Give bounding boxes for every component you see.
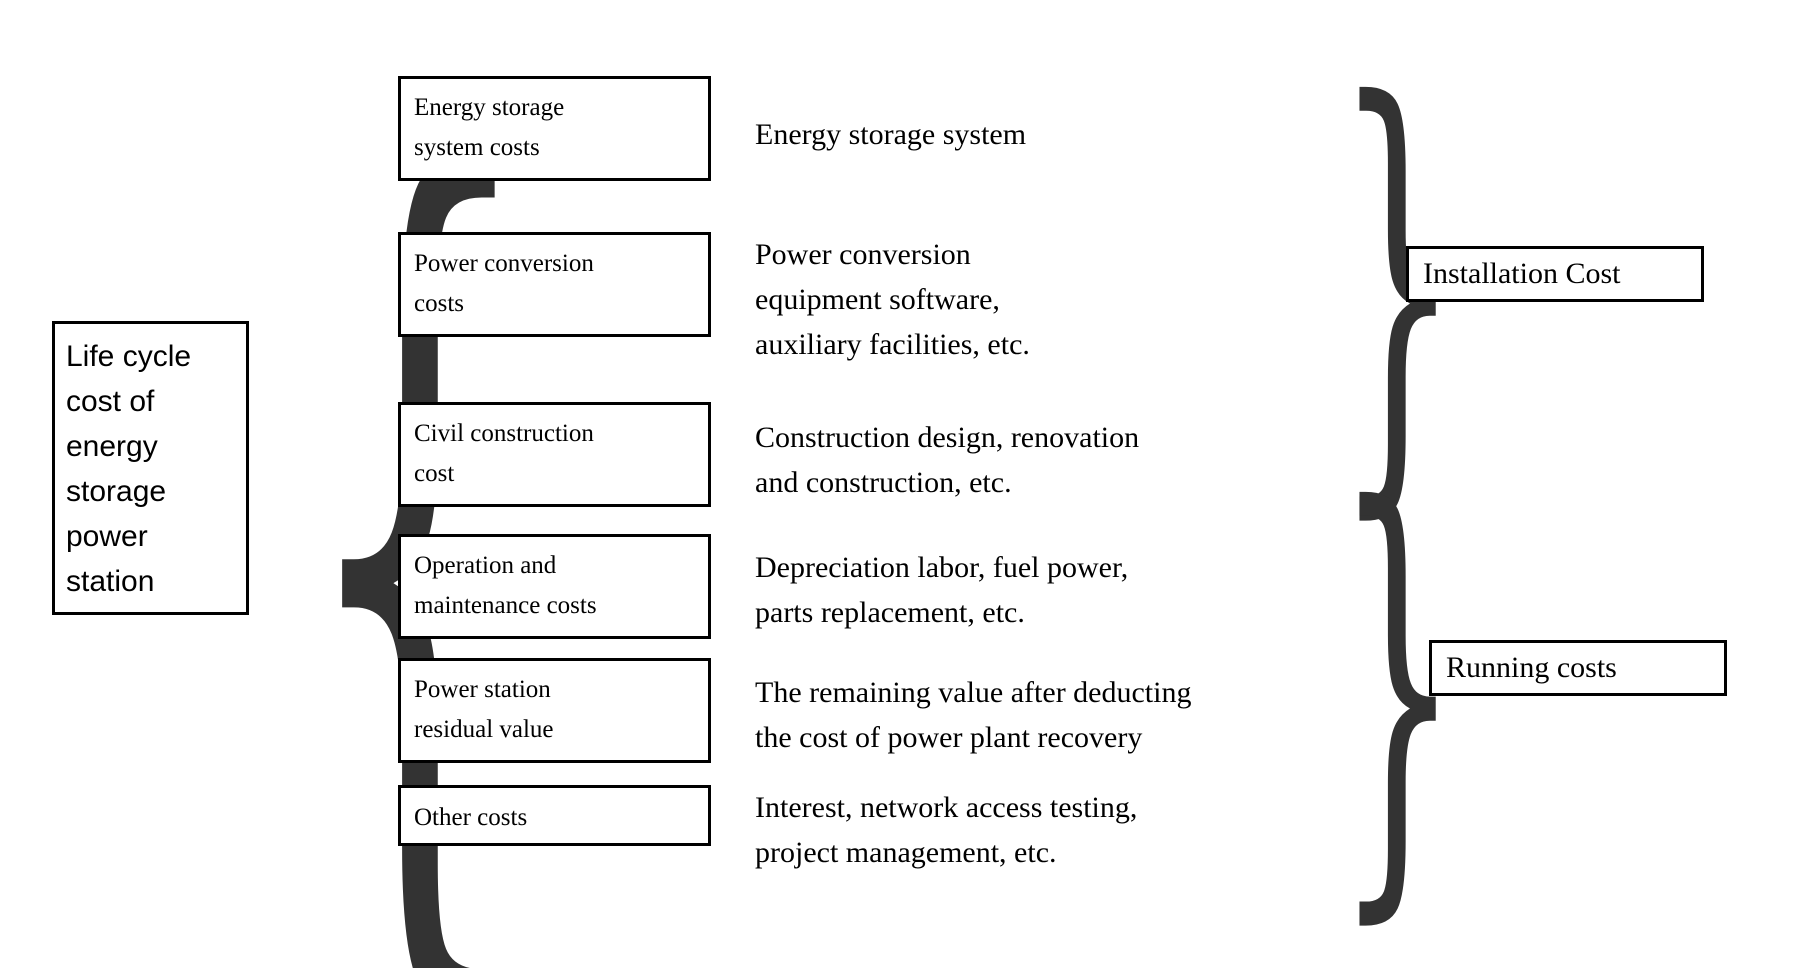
left-curly-brace: { bbox=[293, 69, 544, 968]
description-operation-and-maintenance-costs: Depreciation labor, fuel power, parts re… bbox=[755, 551, 1129, 629]
group-box-running-costs: Running costs bbox=[1429, 640, 1727, 696]
description-other-costs: Interest, network access testing, projec… bbox=[755, 791, 1138, 869]
description-power-conversion-costs: Power conversion equipment software, aux… bbox=[755, 238, 1030, 361]
right-curly-brace-running-costs: } bbox=[1334, 413, 1461, 960]
root-node-life-cycle-cost: Life cycle cost of energy storage power … bbox=[52, 321, 249, 615]
description-power-station-residual-value: The remaining value after deducting the … bbox=[755, 676, 1192, 754]
component-box-civil-construction-cost: Civil construction cost bbox=[398, 402, 711, 507]
component-box-power-station-residual-value: Power station residual value bbox=[398, 658, 711, 763]
component-box-other-costs: Other costs bbox=[398, 785, 711, 846]
group-box-installation-cost: Installation Cost bbox=[1406, 246, 1704, 302]
description-energy-storage-system-costs: Energy storage system bbox=[755, 118, 1027, 151]
component-box-operation-and-maintenance-costs: Operation and maintenance costs bbox=[398, 534, 711, 639]
component-box-energy-storage-system-costs: Energy storage system costs bbox=[398, 76, 711, 181]
component-box-power-conversion-costs: Power conversion costs bbox=[398, 232, 711, 337]
description-civil-construction-cost: Construction design, renovation and cons… bbox=[755, 421, 1140, 499]
